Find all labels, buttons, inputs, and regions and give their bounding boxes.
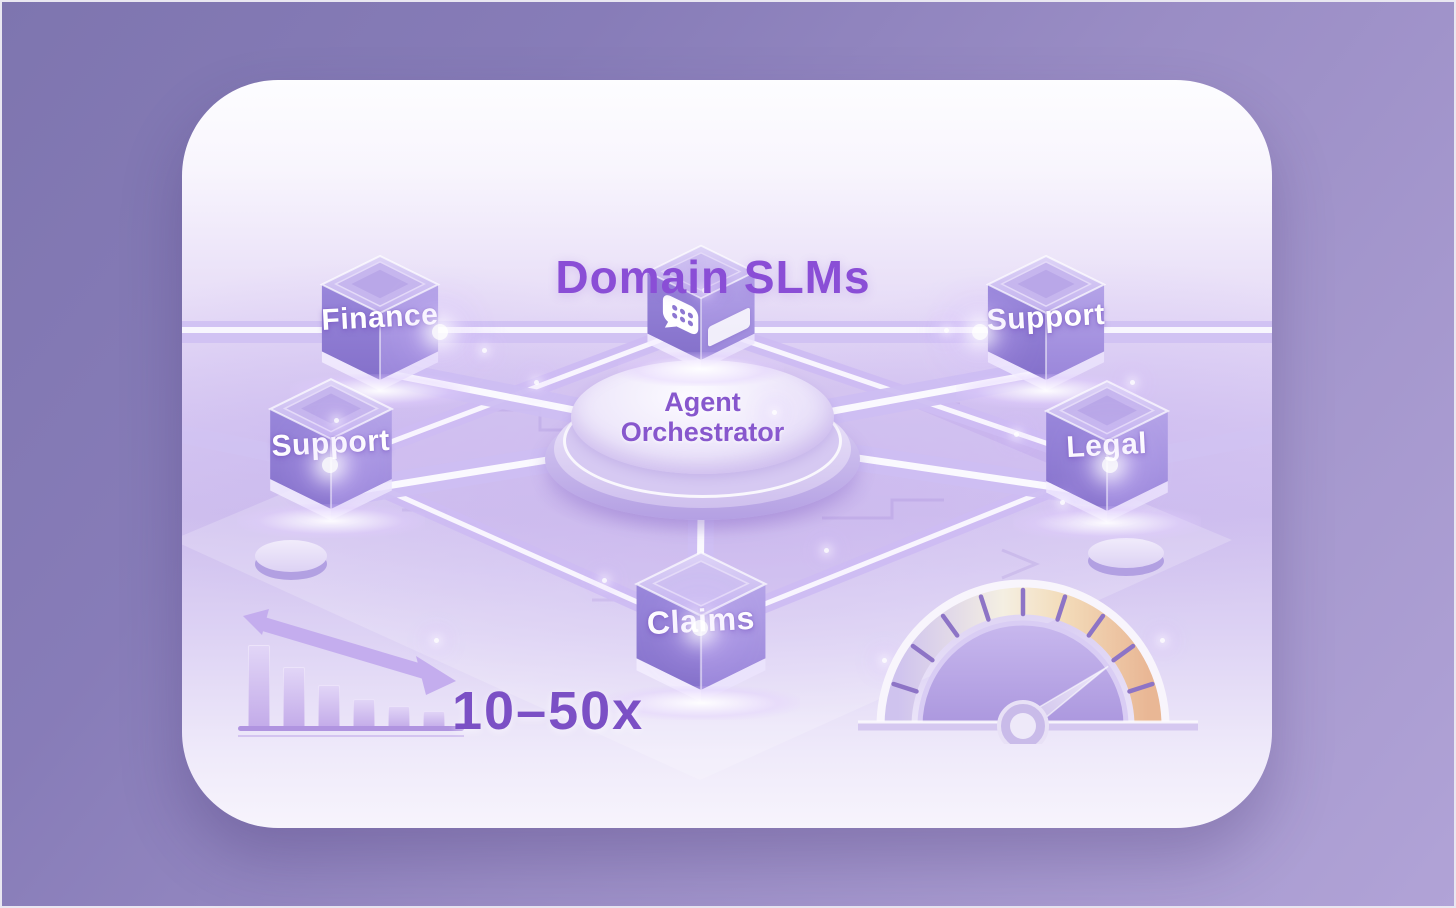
glow-flare [972,324,988,340]
chart-baseline-shadow [238,735,464,737]
cube-base-glow [601,685,801,720]
floor-disc-left [255,540,327,580]
bar [353,699,375,728]
glow-flare [432,324,448,340]
glow-flare [1102,457,1118,473]
chart-baseline [238,726,464,731]
page-title: Domain SLMs [555,251,871,303]
glow-flare [322,457,338,473]
node-cube-support-left: Support [237,375,425,538]
bar [318,685,340,728]
bar [423,711,445,728]
decline-bar-chart [248,643,445,728]
illustration-card: Domain SLMs [182,80,1272,828]
floor-disc-right [1088,538,1164,576]
glow-flare [692,620,708,636]
metric-label: 10–50x [452,681,645,741]
bar [283,667,305,728]
cube-base-glow [237,503,425,538]
bar [388,706,410,728]
agent-orchestrator-podium: Agent Orchestrator [531,360,874,538]
agent-orchestrator-label: Agent Orchestrator [620,386,785,447]
node-cube-claims: Claims [601,548,801,720]
node-cube-chat [618,242,784,387]
speedometer-icon [858,579,1198,744]
node-cube-legal: Legal [1013,377,1201,540]
node-cube-finance: Finance [290,252,470,408]
cube-base-glow [618,352,784,387]
cube-base-glow [1013,505,1201,540]
podium-top-face: Agent Orchestrator [571,360,834,474]
declining-arrow-icon [243,609,456,695]
node-cube-support-right: Support [956,252,1136,408]
bar [248,645,270,728]
chat-icon [657,282,704,352]
